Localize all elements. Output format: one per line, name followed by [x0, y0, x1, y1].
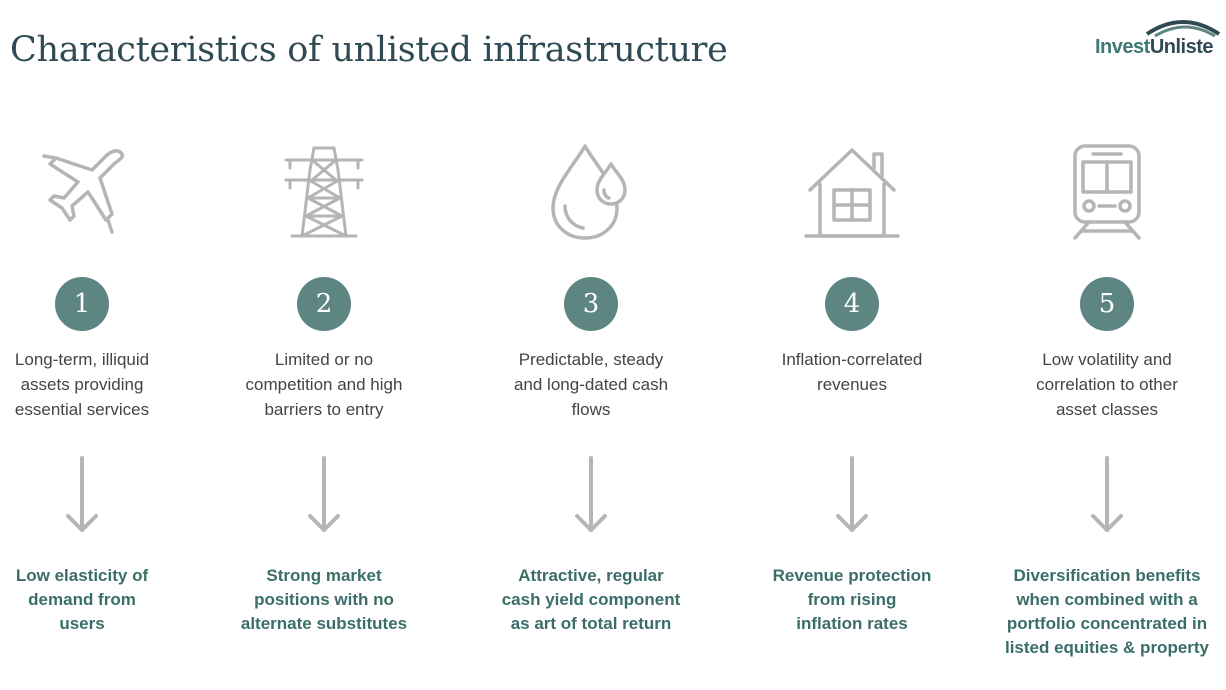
- arrow-down-icon: [308, 456, 340, 532]
- arrow-down-icon: [836, 456, 868, 532]
- train-icon: [1059, 140, 1155, 244]
- step-number-2: 2: [297, 277, 351, 331]
- benefit-text-2: Strong market positions with no alternat…: [240, 566, 408, 633]
- characteristic-column-5: 5 Low volatility and correlation to othe…: [994, 140, 1220, 685]
- power-pylon-icon: [276, 140, 372, 244]
- characteristic-column-3: 3 Predictable, steady and long-dated cas…: [480, 140, 702, 685]
- arrow-down-icon: [66, 456, 98, 532]
- step-number-1: 1: [55, 277, 109, 331]
- characteristic-description-2: Limited or no competition and high barri…: [245, 350, 403, 419]
- benefit-text-1: Low elasticity of demand from users: [15, 566, 149, 633]
- characteristic-description-5: Low volatility and correlation to other …: [1036, 350, 1178, 419]
- logo-text-unlisted: Unliste: [1149, 36, 1214, 58]
- logo-text-invest: Invest: [1095, 36, 1150, 58]
- characteristic-description-4: Inflation-correlated revenues: [781, 350, 923, 394]
- arc-logo-icon: [1145, 20, 1221, 38]
- step-number-5: 5: [1080, 277, 1134, 331]
- characteristic-description-3: Predictable, steady and long-dated cash …: [513, 350, 669, 419]
- characteristic-column-2: 2 Limited or no competition and high bar…: [220, 140, 428, 685]
- arrow-down-icon: [1091, 456, 1123, 532]
- characteristic-column-1: 1 Long-term, illiquid assets providing e…: [0, 140, 164, 685]
- step-number-4: 4: [825, 277, 879, 331]
- airplane-icon: [34, 140, 130, 244]
- page-title: Characteristics of unlisted infrastructu…: [10, 30, 728, 70]
- brand-logo: InvestUnliste: [1090, 12, 1226, 62]
- characteristic-column-4: 4 Inflation-correlated revenues Revenue …: [752, 140, 952, 685]
- characteristic-description-1: Long-term, illiquid assets providing ess…: [14, 350, 150, 419]
- benefit-text-3: Attractive, regular cash yield component…: [501, 566, 681, 633]
- house-icon: [804, 140, 900, 244]
- benefit-text-4: Revenue protection from rising inflation…: [772, 566, 932, 633]
- benefit-text-5: Diversification benefits when combined w…: [1004, 566, 1210, 657]
- arrow-down-icon: [575, 456, 607, 532]
- logo-text: InvestUnliste: [1095, 36, 1214, 59]
- step-number-3: 3: [564, 277, 618, 331]
- water-drop-icon: [543, 140, 639, 244]
